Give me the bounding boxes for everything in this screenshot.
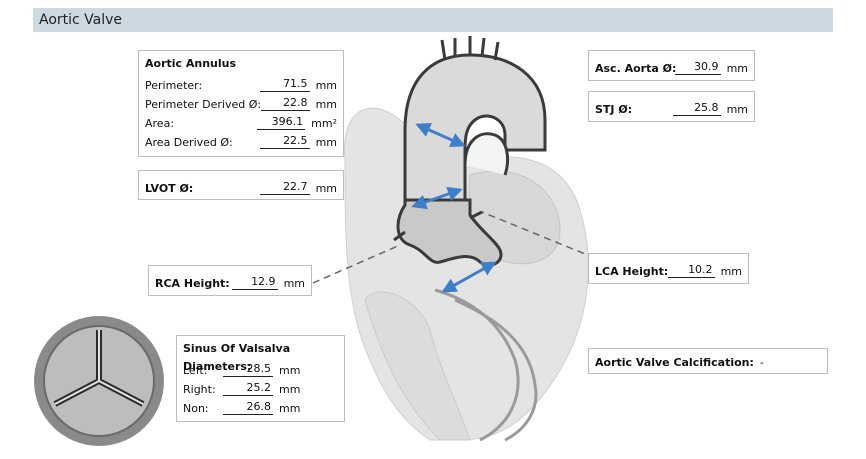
sinus-right-value: 25.2 xyxy=(223,381,273,396)
sinus-left-value: 28.5 xyxy=(223,362,273,377)
annulus-row-perimeter-derived: Perimeter Derived Ø: 22.8 mm xyxy=(145,92,337,111)
annulus-area-value: 396.1 xyxy=(257,115,306,130)
lca-row: LCA Height: 10.2 mm xyxy=(595,259,742,278)
unit-label: mm xyxy=(316,182,337,195)
stj-row: STJ Ø: 25.8 mm xyxy=(595,97,748,116)
annulus-row-perimeter: Perimeter: 71.5 mm xyxy=(145,73,337,92)
calcification-value: - xyxy=(760,356,764,369)
unit-label: mm xyxy=(279,364,300,377)
unit-label: mm xyxy=(316,98,337,111)
lvot-label: LVOT Ø: xyxy=(145,182,260,195)
lvot-value: 22.7 xyxy=(260,180,310,195)
annulus-row-area: Area: 396.1 mm² xyxy=(145,111,337,130)
annulus-row-area-derived: Area Derived Ø: 22.5 mm xyxy=(145,130,337,149)
annulus-label: Area: xyxy=(145,117,257,130)
lca-label: LCA Height: xyxy=(595,265,668,278)
rca-height-panel: RCA Height: 12.9 mm xyxy=(148,265,312,296)
asc-aorta-panel: Asc. Aorta Ø: 30.9 mm xyxy=(588,50,755,81)
annulus-perimeter-value: 71.5 xyxy=(260,77,310,92)
sinus-non-value: 26.8 xyxy=(223,400,273,415)
annulus-label: Perimeter: xyxy=(145,79,260,92)
unit-label: mm xyxy=(316,136,337,149)
unit-label: mm xyxy=(284,277,305,290)
stj-label: STJ Ø: xyxy=(595,103,673,116)
annulus-label: Area Derived Ø: xyxy=(145,136,260,149)
unit-label: mm xyxy=(316,79,337,92)
unit-label: mm² xyxy=(311,117,337,130)
unit-label: mm xyxy=(727,103,748,116)
sinus-label: Non: xyxy=(183,402,223,415)
rca-value: 12.9 xyxy=(232,275,278,290)
lvot-panel: LVOT Ø: 22.7 mm xyxy=(138,170,344,200)
unit-label: mm xyxy=(279,383,300,396)
asc-aorta-label: Asc. Aorta Ø: xyxy=(595,62,675,75)
rca-row: RCA Height: 12.9 mm xyxy=(155,271,305,290)
lca-value: 10.2 xyxy=(668,263,714,278)
sinus-label: Right: xyxy=(183,383,223,396)
sinus-valsalva-panel: Sinus Of Valsalva Diameters: Left: 28.5 … xyxy=(176,335,345,422)
stj-panel: STJ Ø: 25.8 mm xyxy=(588,91,755,122)
rca-label: RCA Height: xyxy=(155,277,232,290)
annulus-label: Perimeter Derived Ø: xyxy=(145,98,261,111)
stj-value: 25.8 xyxy=(673,101,720,116)
unit-label: mm xyxy=(279,402,300,415)
asc-aorta-row: Asc. Aorta Ø: 30.9 mm xyxy=(595,56,748,75)
sinus-label: Left: xyxy=(183,364,223,377)
aortic-annulus-panel: Aortic Annulus Perimeter: 71.5 mm Perime… xyxy=(138,50,344,157)
unit-label: mm xyxy=(727,62,748,75)
sinus-row-non: Non: 26.8 mm xyxy=(183,396,338,415)
asc-aorta-value: 30.9 xyxy=(675,60,721,75)
lvot-row: LVOT Ø: 22.7 mm xyxy=(145,176,337,195)
aortic-valve-icon xyxy=(34,316,164,446)
calcification-panel: Aortic Valve Calcification: - xyxy=(588,348,828,374)
calcification-label: Aortic Valve Calcification: xyxy=(595,356,754,369)
sinus-row-right: Right: 25.2 mm xyxy=(183,377,338,396)
aortic-annulus-title: Aortic Annulus xyxy=(145,55,337,73)
calcification-row: Aortic Valve Calcification: - xyxy=(595,353,821,369)
unit-label: mm xyxy=(721,265,742,278)
annulus-perimeter-derived-value: 22.8 xyxy=(261,96,309,111)
annulus-area-derived-value: 22.5 xyxy=(260,134,310,149)
lca-height-panel: LCA Height: 10.2 mm xyxy=(588,253,749,284)
sinus-title: Sinus Of Valsalva Diameters: xyxy=(183,340,338,358)
